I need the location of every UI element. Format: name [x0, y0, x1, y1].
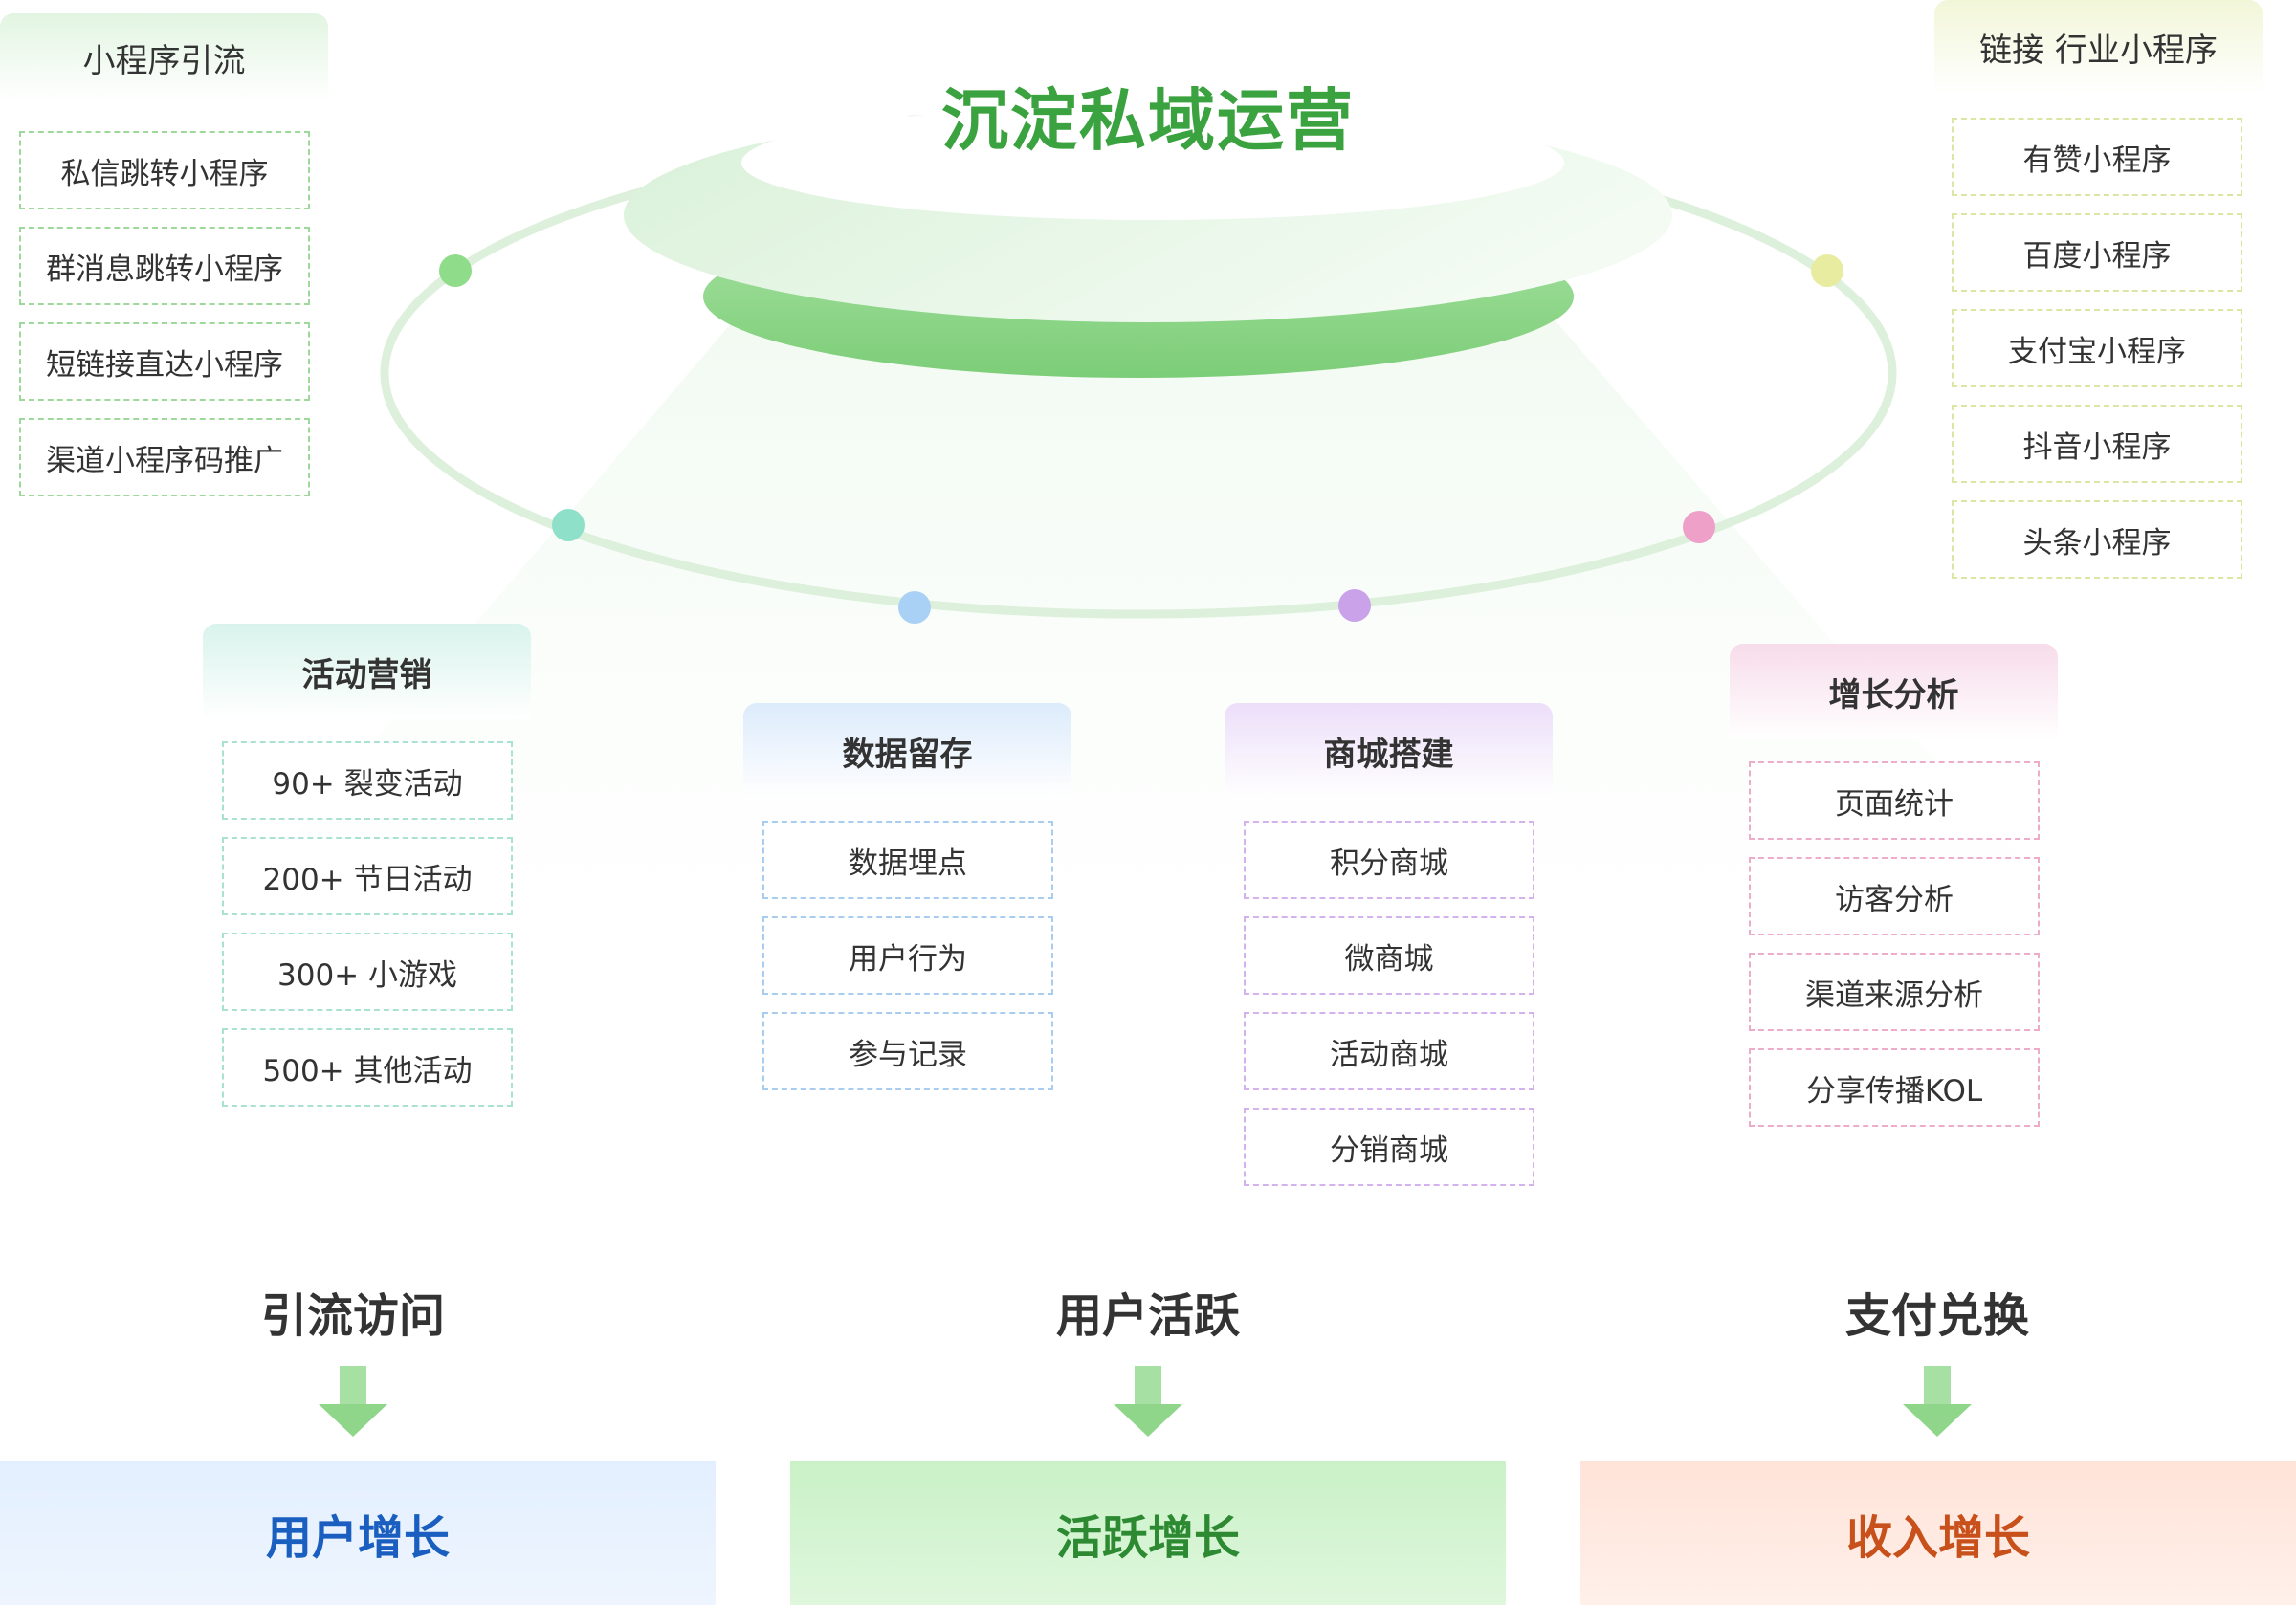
- phase-payment: 支付兑换: [1844, 1289, 2029, 1343]
- list-item: 活动商城: [1244, 1012, 1534, 1090]
- list-item: 渠道小程序码推广: [19, 418, 310, 496]
- arrow-down-icon: [1903, 1366, 1972, 1437]
- dot-purple: [1338, 589, 1371, 622]
- dot-yellow: [1811, 254, 1843, 287]
- list-item: 短链接直达小程序: [19, 322, 310, 401]
- arrow-down-icon: [1114, 1366, 1182, 1437]
- result-income-growth: 收入增长: [1580, 1461, 2296, 1605]
- phase-user-active: 用户活跃: [1055, 1289, 1240, 1343]
- group-header-growth: 增长分析: [1730, 644, 2058, 739]
- list-item: 参与记录: [762, 1012, 1053, 1090]
- list-item: 抖音小程序: [1952, 405, 2242, 483]
- group-header-marketing: 活动营销: [203, 624, 531, 719]
- list-item: 300+ 小游戏: [222, 933, 513, 1011]
- dot-pink: [1683, 511, 1715, 543]
- list-item: 500+ 其他活动: [222, 1028, 513, 1107]
- list-item: 群消息跳转小程序: [19, 227, 310, 305]
- result-active-growth: 活跃增长: [790, 1461, 1506, 1605]
- list-item: 访客分析: [1749, 857, 2040, 935]
- list-item: 分销商城: [1244, 1108, 1534, 1186]
- list-item: 私信跳转小程序: [19, 131, 310, 209]
- group-header-traffic: 小程序引流: [0, 13, 328, 101]
- list-item: 微商城: [1244, 916, 1534, 995]
- dot-blue: [898, 591, 931, 624]
- list-item: 分享传播KOL: [1749, 1048, 2040, 1127]
- list-item: 有赞小程序: [1952, 118, 2242, 196]
- list-item: 头条小程序: [1952, 500, 2242, 579]
- list-item: 200+ 节日活动: [222, 837, 513, 915]
- list-item: 百度小程序: [1952, 213, 2242, 292]
- phase-traffic-visit: 引流访问: [260, 1289, 445, 1343]
- list-item: 页面统计: [1749, 761, 2040, 840]
- glow-cone: [191, 115, 2105, 956]
- list-item: 用户行为: [762, 916, 1053, 995]
- group-header-industry: 链接 行业小程序: [1934, 0, 2263, 94]
- list-item: 90+ 裂变活动: [222, 741, 513, 820]
- platform-inner: [741, 105, 1564, 220]
- arrow-down-icon: [319, 1366, 387, 1437]
- dot-teal: [552, 509, 585, 541]
- group-header-mall: 商城搭建: [1225, 703, 1553, 799]
- list-item: 积分商城: [1244, 821, 1534, 899]
- list-item: 数据埋点: [762, 821, 1053, 899]
- list-item: 渠道来源分析: [1749, 953, 2040, 1031]
- list-item: 支付宝小程序: [1952, 309, 2242, 387]
- main-title: 沉淀私域运营: [941, 80, 1355, 160]
- result-user-growth: 用户增长: [0, 1461, 716, 1605]
- group-header-data: 数据留存: [743, 703, 1071, 799]
- dot-green: [439, 254, 472, 287]
